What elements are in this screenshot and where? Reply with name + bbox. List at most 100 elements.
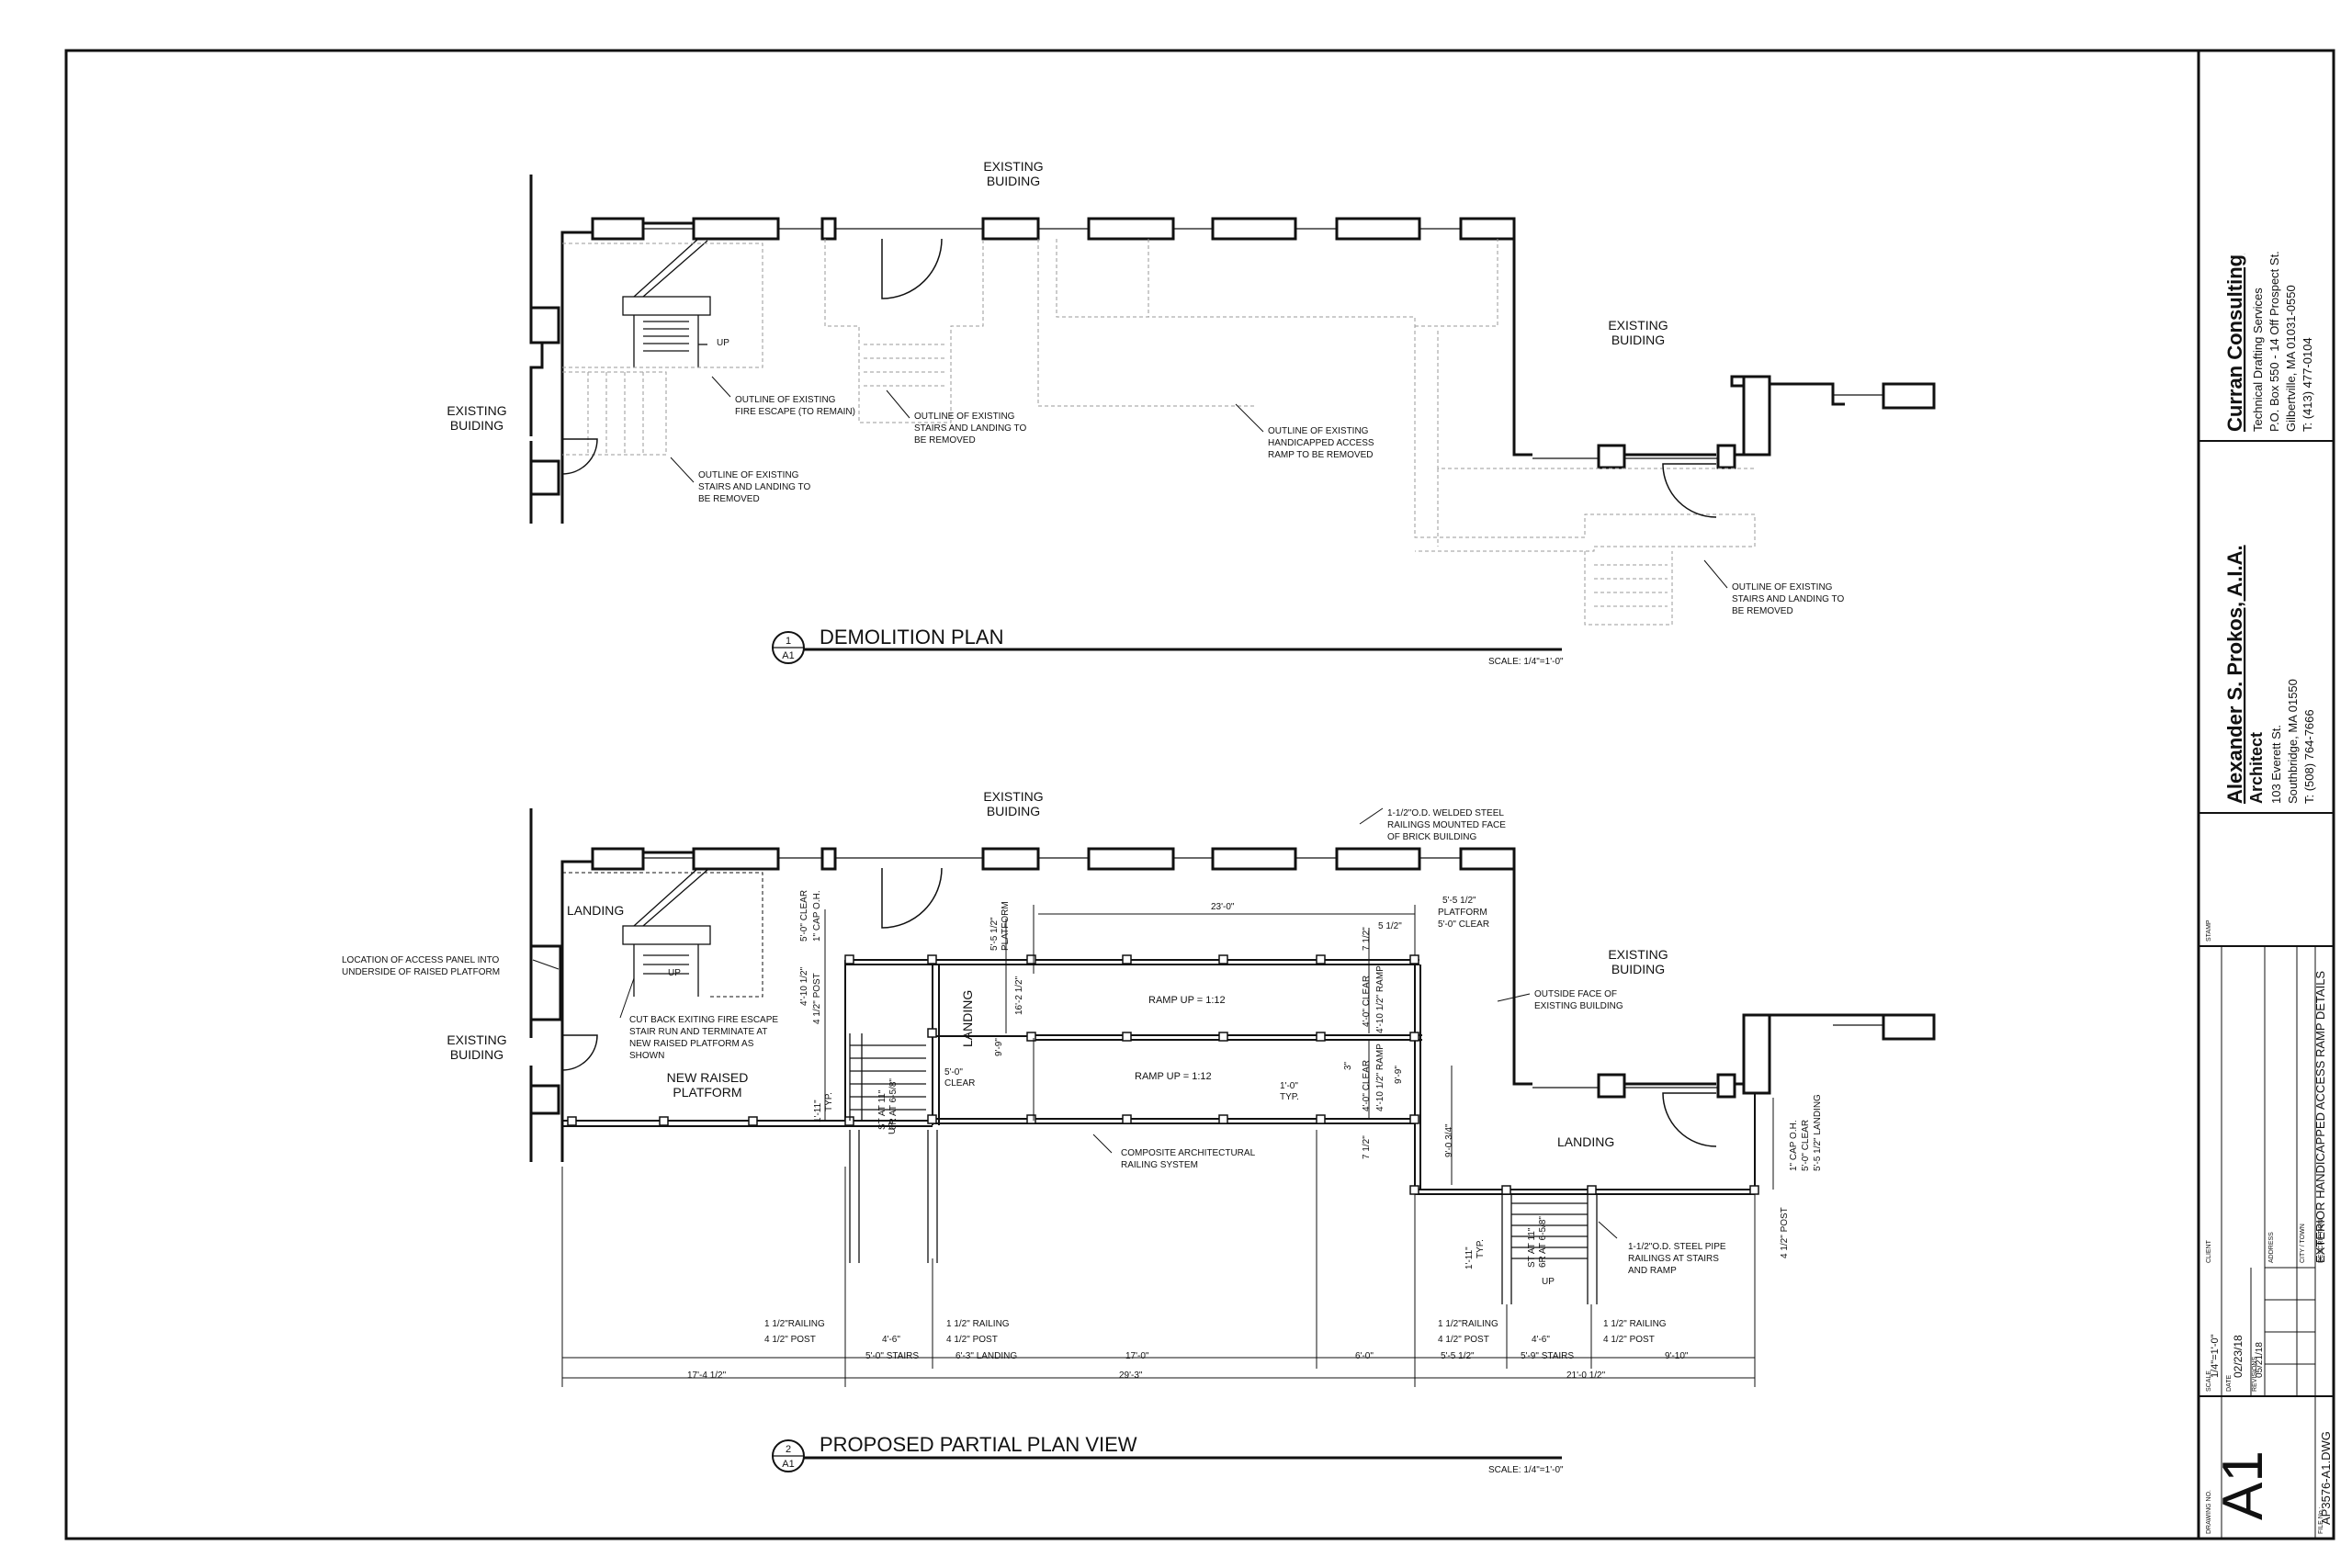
prop-note-welded-rail-2: RAILINGS MOUNTED FACE bbox=[1387, 820, 1506, 830]
demo-top-facade bbox=[560, 219, 1885, 457]
demo-existing-top-1: EXISTING bbox=[983, 159, 1043, 174]
dim-9-9: 9'-9" bbox=[1394, 1066, 1404, 1084]
dim-6-0: 6'-0" bbox=[1355, 1351, 1374, 1361]
stamp-label: STAMP bbox=[2206, 919, 2212, 942]
title-block-labels: CLIENT ADDRESS CITY / TOWN DESCRIPTION S… bbox=[2206, 1219, 2324, 1534]
demo-note-mid-stairs-1: OUTLINE OF EXISTING bbox=[914, 412, 1015, 422]
prop-note-composite: COMPOSITE ARCHITECTURAL RAILING SYSTEM bbox=[1121, 1148, 1256, 1170]
demo-scale: SCALE: 1/4"=1'-0" bbox=[1488, 657, 1564, 667]
demo-note-mid-stairs-3: BE REMOVED bbox=[914, 435, 976, 446]
dim-typ-a: TYP. bbox=[1280, 1092, 1299, 1102]
dim-4-half-post: 4 1/2" POST bbox=[812, 973, 822, 1024]
architect-line-3: T: (508) 764-7666 bbox=[2302, 709, 2316, 804]
demo-windows bbox=[591, 217, 1936, 469]
prop-new-raised-1: NEW RAISED bbox=[667, 1070, 749, 1085]
prop-up-fire: UP bbox=[668, 968, 681, 978]
dim-5-0-clear-top: 5'-0" CLEAR bbox=[1438, 919, 1489, 930]
prop-new-raised-2: PLATFORM bbox=[673, 1085, 741, 1100]
prop-stairs-left bbox=[849, 1033, 938, 1263]
drawing-no: A1 bbox=[2211, 1450, 2275, 1520]
revisions-label: REVISIONS bbox=[2252, 1357, 2258, 1392]
proposed-plan: EXISTING BUIDING EXISTING BUIDING EXISTI… bbox=[342, 789, 1936, 1475]
demo-sheet-ref: A1 bbox=[782, 650, 794, 661]
dim-4-0-clear: 4'-0" CLEAR bbox=[1362, 976, 1372, 1027]
dim-5-0-clear-mid: 5'-0" bbox=[944, 1067, 963, 1077]
scale-label: SCALE bbox=[2206, 1371, 2212, 1392]
prop-title-block: 2 A1 PROPOSED PARTIAL PLAN VIEW SCALE: 1… bbox=[772, 1433, 1564, 1475]
dim-clear-word: CLEAR bbox=[944, 1078, 975, 1089]
dim-5-0-stairs: 5'-0" STAIRS bbox=[865, 1351, 919, 1361]
drawing-no-label: DRAWING NO. bbox=[2206, 1490, 2212, 1534]
demo-note-ramp-2: HANDICAPPED ACCESS bbox=[1268, 438, 1374, 448]
prop-note-welded-rail: 1-1/2"O.D. WELDED STEEL RAILINGS MOUNTED… bbox=[1387, 808, 1506, 842]
prop-windows bbox=[591, 847, 1936, 1099]
demo-dashed-outlines bbox=[562, 239, 1756, 626]
demo-note-fire-escape: OUTLINE OF EXISTING FIRE ESCAPE (TO REMA… bbox=[735, 395, 855, 417]
dim-post-b: 4 1/2" POST bbox=[946, 1335, 998, 1345]
demo-note-left-stairs: OUTLINE OF EXISTING STAIRS AND LANDING T… bbox=[698, 470, 810, 504]
prop-top-facade bbox=[560, 848, 1885, 1086]
prop-note-steel-pipe-2: RAILINGS AT STAIRS bbox=[1628, 1254, 1719, 1264]
dim-7-half-b: 7 1/2" bbox=[1362, 1135, 1372, 1159]
dim-9-9-b: 9'-9" bbox=[994, 1038, 1004, 1056]
dim-17-4-half: 17'-4 1/2" bbox=[687, 1371, 727, 1381]
prop-dim-texts: 23'-0" 5'-5 1/2" PLATFORM 5'-0" CLEAR 5 … bbox=[687, 890, 1823, 1381]
prop-ramp-up-2: RAMP UP = 1:12 bbox=[1135, 1071, 1212, 1082]
dim-post-c: 4 1/2" POST bbox=[1438, 1335, 1489, 1345]
prop-existing-left-2: BUIDING bbox=[450, 1047, 503, 1062]
dim-rail-b: 1 1/2" RAILING bbox=[946, 1319, 1010, 1329]
dim-1-cap-oh-r: 1" CAP O.H. bbox=[1789, 1120, 1799, 1171]
dim-9-10: 9'-10" bbox=[1665, 1351, 1689, 1361]
demo-fire-escape bbox=[622, 238, 711, 367]
dim-5-5-half-b: 5'-5 1/2" bbox=[1441, 1351, 1475, 1361]
prop-note-steel-pipe: 1-1/2"O.D. STEEL PIPE RAILINGS AT STAIRS… bbox=[1628, 1242, 1726, 1276]
demo-existing-left-2: BUIDING bbox=[450, 418, 503, 433]
prop-existing-top-2: BUIDING bbox=[987, 804, 1040, 818]
dim-5-0-clear-v: 5'-0" CLEAR bbox=[799, 890, 809, 942]
dim-5-5-landing: 5'-5 1/2" LANDING bbox=[1813, 1094, 1823, 1171]
dim-typ-c: TYP. bbox=[1476, 1239, 1486, 1258]
client-label: CLIENT bbox=[2206, 1239, 2212, 1263]
dim-rail-d: 1 1/2" RAILING bbox=[1603, 1319, 1667, 1329]
demo-existing-right: EXISTING BUIDING bbox=[1608, 318, 1668, 347]
prop-note-welded-rail-3: OF BRICK BUILDING bbox=[1387, 832, 1476, 842]
dim-1-cap-oh: 1" CAP O.H. bbox=[812, 890, 822, 942]
prop-note-access-panel-1: LOCATION OF ACCESS PANEL INTO bbox=[342, 955, 500, 965]
prop-existing-right-2: BUIDING bbox=[1611, 962, 1665, 976]
architect-name: Alexander S. Prokos, A.I.A. bbox=[2223, 545, 2246, 804]
dim-rail-c: 1 1/2"RAILING bbox=[1438, 1319, 1498, 1329]
prop-note-cut-back-2: STAIR RUN AND TERMINATE AT bbox=[629, 1027, 767, 1037]
architect-title: Architect bbox=[2247, 732, 2266, 804]
description-label: DESCRIPTION bbox=[2318, 1219, 2324, 1263]
dim-5-5-half-v: 5'-5 1/2" bbox=[989, 917, 1000, 951]
dim-stair-spec-left-2: 6R AT 6-5/8" bbox=[888, 1078, 899, 1130]
dim-5-half: 5 1/2" bbox=[1378, 921, 1402, 931]
consultant-name: Curran Consulting bbox=[2223, 254, 2246, 432]
demo-note-fire-escape-1: OUTLINE OF EXISTING bbox=[735, 395, 836, 405]
dim-4-6-a: 4'-6" bbox=[882, 1335, 900, 1345]
prop-existing-right-1: EXISTING bbox=[1608, 947, 1668, 962]
demo-note-mid-stairs-2: STAIRS AND LANDING TO bbox=[914, 423, 1026, 434]
prop-note-cut-back-3: NEW RAISED PLATFORM AS bbox=[629, 1039, 754, 1049]
prop-landing-right: LANDING bbox=[1557, 1134, 1614, 1149]
prop-landing-left: LANDING bbox=[567, 903, 624, 918]
dim-29-3: 29'-3" bbox=[1119, 1371, 1143, 1381]
prop-existing-left: EXISTING BUIDING bbox=[447, 1032, 506, 1062]
prop-scale: SCALE: 1/4"=1'-0" bbox=[1488, 1465, 1564, 1475]
demo-existing-left-1: EXISTING bbox=[447, 403, 506, 418]
dim-5-5-half-platform: 5'-5 1/2" bbox=[1442, 896, 1476, 906]
dim-4-6-b: 4'-6" bbox=[1532, 1335, 1550, 1345]
dim-6-3-landing: 6'-3" LANDING bbox=[956, 1351, 1017, 1361]
prop-note-steel-pipe-1: 1-1/2"O.D. STEEL PIPE bbox=[1628, 1242, 1726, 1252]
prop-up-stair-left: UP bbox=[888, 1122, 898, 1134]
prop-stairs-right bbox=[1501, 1194, 1598, 1304]
prop-doors bbox=[561, 867, 1717, 1147]
dim-5-0-clear-r: 5'-0" CLEAR bbox=[1801, 1120, 1811, 1171]
dim-3: 3" bbox=[1343, 1061, 1353, 1070]
prop-existing-top-1: EXISTING bbox=[983, 789, 1043, 804]
prop-note-composite-1: COMPOSITE ARCHITECTURAL bbox=[1121, 1148, 1256, 1158]
scale-value: 1/4"=1'-0" bbox=[2210, 1334, 2221, 1378]
title-block: Curran Consulting Technical Drafting Ser… bbox=[2197, 49, 2335, 1540]
demo-existing-right-1: EXISTING bbox=[1608, 318, 1668, 333]
